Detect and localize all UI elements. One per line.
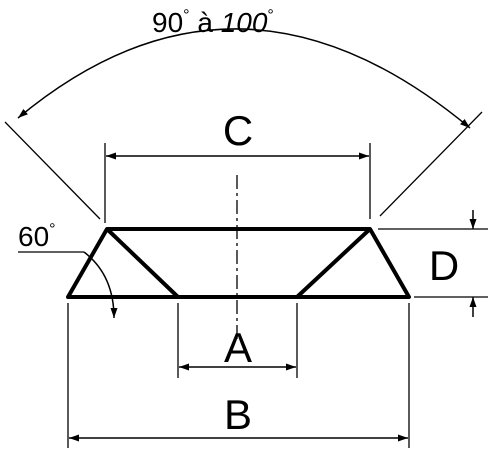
- dimension-b: B: [67, 303, 410, 448]
- dimension-a: A: [177, 303, 298, 378]
- angle-label: 90° à 100°: [152, 7, 274, 38]
- angle-dimension-90-100: 90° à 100°: [4, 7, 483, 220]
- angle-arc: [17, 28, 471, 129]
- dimension-d: D: [378, 210, 488, 317]
- washer-profile: [66, 227, 411, 299]
- a-label: A: [224, 324, 252, 371]
- angle-extension-right: [379, 111, 483, 217]
- washer-inner-bevel: [105, 227, 372, 299]
- b-label: B: [224, 391, 252, 438]
- angle-extension-left: [4, 121, 101, 220]
- angle-dimension-60: 60°: [18, 221, 118, 319]
- d-label: D: [429, 242, 459, 289]
- dimension-c: C: [104, 107, 371, 223]
- c-label: C: [223, 107, 253, 154]
- angle-60-arc: [83, 251, 118, 319]
- angle-60-label: 60°: [18, 221, 56, 252]
